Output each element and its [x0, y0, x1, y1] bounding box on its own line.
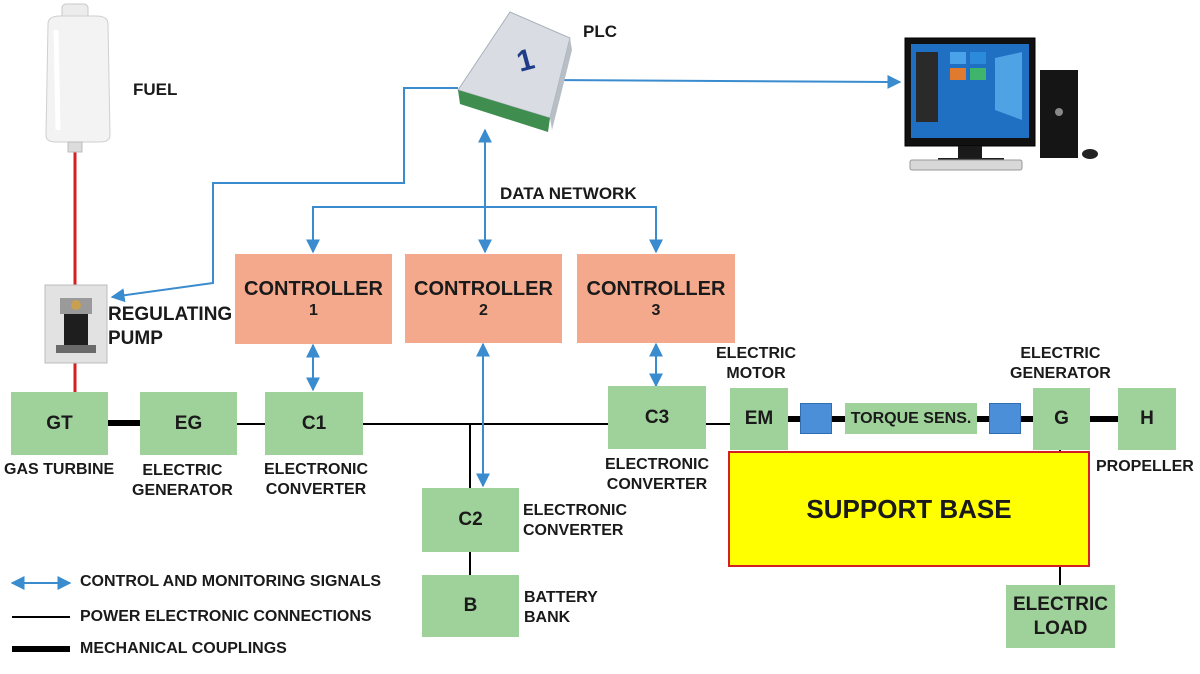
- c3-box: C3: [608, 386, 706, 449]
- coupling-block-left: [800, 403, 832, 434]
- support-base: SUPPORT BASE: [728, 451, 1090, 567]
- plc-label: PLC: [583, 22, 617, 41]
- gt-box: GT: [11, 392, 108, 455]
- electronic-converter-c3-label: ELECTRONIC CONVERTER: [605, 456, 709, 493]
- electronic-converter-c1-label: ELECTRONIC CONVERTER: [264, 461, 368, 498]
- signal-plc-pc: [546, 73, 902, 89]
- electronic-converter-c2-label: ELECTRONIC CONVERTER: [523, 502, 627, 539]
- regulating-pump-label: REGULATING PUMP: [108, 304, 233, 349]
- controller-2: CONTROLLER 2: [405, 254, 562, 343]
- computer-icon: [904, 37, 1098, 171]
- c2-box: C2: [422, 488, 519, 552]
- legend-signals: CONTROL AND MONITORING SIGNALS: [80, 573, 382, 590]
- controller-1: CONTROLLER 1: [235, 254, 392, 344]
- h-box: H: [1118, 388, 1176, 450]
- signal-network-ctrl1: [306, 206, 485, 254]
- pump-icon: [44, 284, 108, 364]
- coupling-block-right: [989, 403, 1021, 434]
- electric-generator-right-label: ELECTRIC GENERATOR: [1010, 345, 1111, 382]
- controller-3: CONTROLLER 3: [577, 254, 735, 343]
- battery-bank-label: BATTERY BANK: [524, 589, 598, 626]
- legend-mechanical: MECHANICAL COUPLINGS: [80, 640, 287, 657]
- electric-generator-left-label: ELECTRIC GENERATOR: [132, 462, 233, 499]
- electric-load-box: ELECTRIC LOAD: [1006, 585, 1115, 648]
- eg-box: EG: [140, 392, 237, 455]
- propeller-label: PROPELLER: [1096, 458, 1194, 475]
- fuel-label: FUEL: [133, 80, 178, 99]
- c1-box: C1: [265, 392, 363, 455]
- torque-sensor-box: TORQUE SENS.: [845, 403, 977, 434]
- plc-device-icon: 1: [457, 11, 572, 132]
- signal-plc-pump: [110, 87, 458, 303]
- signal-network-ctrl3: [485, 206, 663, 254]
- data-network-label: DATA NETWORK: [500, 184, 637, 203]
- g-box: G: [1033, 388, 1090, 450]
- fuel-tank-icon: [45, 3, 111, 153]
- legend-power: POWER ELECTRONIC CONNECTIONS: [80, 608, 372, 625]
- em-box: EM: [730, 388, 788, 450]
- gas-turbine-label: GAS TURBINE: [4, 461, 115, 478]
- b-box: B: [422, 575, 519, 637]
- electric-motor-label: ELECTRIC MOTOR: [716, 345, 796, 382]
